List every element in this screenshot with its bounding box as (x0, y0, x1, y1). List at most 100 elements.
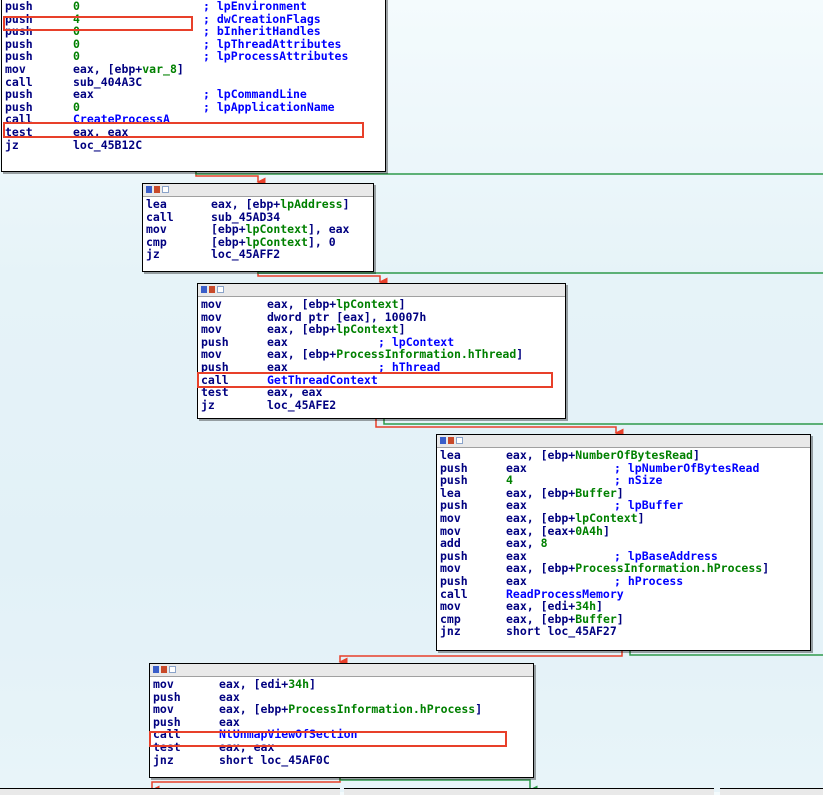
edge-b4-right (629, 649, 823, 656)
operand: eax, [ebp+ (506, 561, 576, 576)
operand: eax, [eax+ (506, 523, 576, 538)
mnemonic: mov (201, 297, 222, 311)
operand: 4 (506, 473, 513, 488)
graph-node-icon (209, 286, 215, 293)
edge-b4-b5 (338, 649, 623, 667)
operands: 0 (73, 25, 80, 38)
operand: ] (602, 523, 610, 538)
mnemonic: lea (440, 485, 461, 500)
operands: 4 (506, 474, 513, 487)
operand: 0 (73, 0, 80, 13)
operand: ProcessInformation.hThread (336, 347, 517, 362)
mnemonic: mov (201, 322, 222, 337)
operands: eax, [ebp+var_8] (73, 63, 184, 76)
asm-line[interactable]: test eax, eax (198, 386, 565, 399)
comment: ; lpContext (378, 334, 455, 349)
asm-line[interactable]: mov[ebp+lpContext], eax (143, 223, 373, 236)
mnemonic: push (201, 359, 229, 374)
mnemonic: push (5, 36, 33, 51)
symbol-name[interactable]: ReadProcessMemory (506, 586, 624, 601)
asm-line[interactable]: mov eax, [ebp+lpContext] (198, 323, 565, 336)
mnemonic: cmp (146, 234, 167, 249)
graph-node-icon (153, 666, 159, 673)
graph-node-icon (217, 286, 224, 293)
asm-line[interactable]: call GetThreadContext (198, 372, 565, 387)
comment: ; lpApplicationName (203, 99, 335, 114)
mnemonic: call (201, 372, 229, 387)
operand: eax (506, 498, 527, 513)
operand: 8 (540, 536, 548, 551)
mnemonic: mov (201, 309, 222, 324)
operands: eax, [ebp+lpContext] (267, 323, 406, 336)
operand: eax, eax (267, 385, 323, 400)
operands: eax, 8 (506, 537, 548, 550)
operands: 0 (73, 0, 80, 13)
mnemonic: test (201, 385, 229, 400)
mnemonic: push (201, 334, 229, 349)
operand: ] (692, 448, 700, 462)
operands: sub_404A3C (73, 75, 142, 89)
operands: eax (506, 549, 527, 563)
operands: 4 (73, 12, 80, 26)
operand: Buffer (575, 611, 617, 626)
operand: loc_45AFF2 (211, 247, 281, 262)
mnemonic: cmp (440, 611, 461, 626)
operand: eax (506, 460, 527, 475)
asm-line[interactable]: cmp[ebp+lpContext], 0 (143, 234, 373, 249)
mnemonic: mov (146, 222, 167, 237)
graph-node-icon (448, 437, 454, 444)
symbol-name[interactable]: GetThreadContext (267, 372, 378, 387)
operands: eax (506, 460, 527, 475)
operands: eax (219, 715, 240, 729)
